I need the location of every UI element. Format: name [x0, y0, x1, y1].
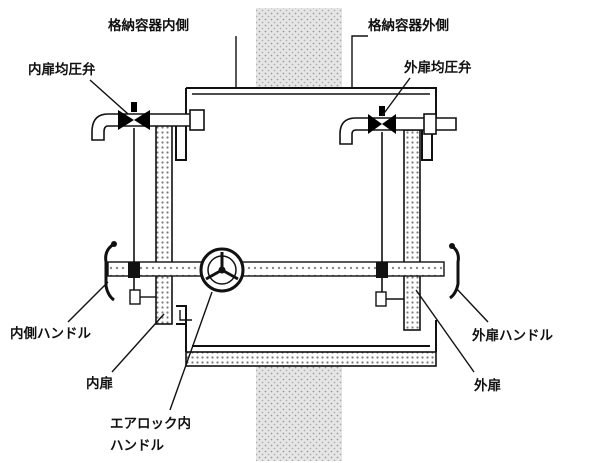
inner-door-frame-bottom — [176, 305, 187, 325]
label-inner-equalizing-valve: 内扉均圧弁 — [28, 61, 96, 78]
label-outer-door-handle: 外扉ハンドル — [472, 327, 553, 344]
bowtie-valve-icon — [368, 114, 396, 134]
leader-outer-door-handle — [455, 287, 489, 323]
inner-lever-handle — [104, 241, 117, 302]
leader-container-outer — [351, 35, 368, 88]
airlock-floor — [185, 351, 437, 367]
containment-wall-upper — [256, 8, 342, 88]
outer-equalizing-valve-assembly — [339, 106, 457, 145]
label-airlock-handle-line1: エアロック内 — [110, 415, 191, 432]
containment-wall-lower — [256, 366, 342, 461]
label-outer-equalizing-valve: 外扉均圧弁 — [404, 59, 472, 76]
outer-valve-pipe-end — [423, 113, 437, 135]
inner-equalizing-valve-assembly — [91, 102, 205, 141]
bowtie-valve-icon — [118, 110, 150, 130]
inner-valve-handle — [128, 262, 156, 305]
label-airlock-handle-line2: ハンドル — [110, 438, 164, 454]
label-inner-door: 内扉 — [86, 375, 113, 392]
inner-valve-pipe-end — [189, 109, 205, 131]
airlock-handwheel — [199, 247, 245, 293]
leader-inner-door — [111, 313, 165, 373]
leader-outer-valve — [381, 77, 411, 117]
inner-valve-stem — [131, 102, 137, 112]
label-container-inner: 格納容器内側 — [108, 17, 189, 34]
inner-door-seal — [179, 310, 192, 321]
label-outer-door: 外扉 — [474, 377, 501, 394]
label-container-outer: 格納容器外側 — [368, 17, 449, 34]
outer-lever-handle — [449, 243, 460, 300]
outer-valve-pipe — [339, 117, 457, 145]
leader-outer-door — [415, 289, 475, 373]
handle-shaft — [107, 261, 445, 277]
leader-airlock-handle — [169, 291, 213, 411]
outer-valve-handle — [375, 262, 404, 307]
inner-door-panel — [155, 123, 173, 325]
leader-inner-handle — [67, 281, 109, 323]
airlock-bottom-frame — [185, 320, 437, 352]
label-inner-handle: 内側ハンドル — [10, 325, 91, 342]
outer-door-panel — [403, 129, 421, 331]
outer-valve-stem — [379, 106, 385, 116]
leader-inner-valve — [89, 79, 129, 115]
